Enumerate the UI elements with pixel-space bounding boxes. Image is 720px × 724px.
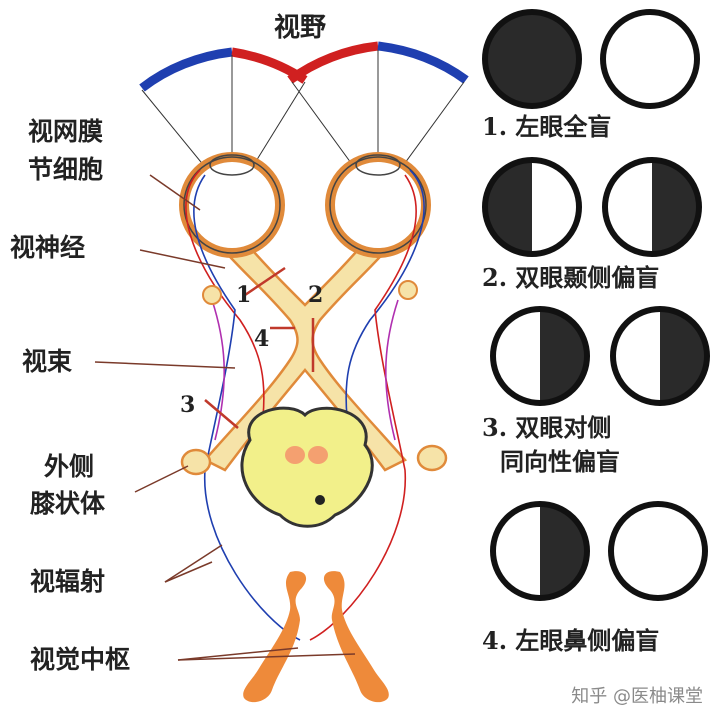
deficit-1: 1. 左眼全盲 xyxy=(482,9,700,141)
right-field-arc-left xyxy=(287,41,379,84)
deficit-panel: 1. 左眼全盲 2. 双眼颞侧偏盲 3. 双眼对侧 同向性偏盲 xyxy=(482,9,710,655)
lesion-number-3: 3 xyxy=(180,392,195,418)
deficit-2: 2. 双眼颞侧偏盲 xyxy=(482,157,702,292)
label-ganglion-line2: 节细胞 xyxy=(28,155,103,184)
deficit-4: 4. 左眼鼻侧偏盲 xyxy=(482,501,708,655)
lesion-number-4: 4 xyxy=(254,326,269,352)
label-optic-radiation: 视辐射 xyxy=(30,567,105,596)
right-pretectal-nucleus xyxy=(398,280,418,300)
label-ganglion-line1: 视网膜 xyxy=(28,117,103,146)
lesion-markers xyxy=(204,266,315,429)
label-optic-nerve: 视神经 xyxy=(10,233,85,262)
leader-lines xyxy=(94,174,356,661)
deficit-3: 3. 双眼对侧 同向性偏盲 xyxy=(482,306,710,476)
deficit-1-right-eye xyxy=(600,9,700,109)
deficit-3-caption-line2: 同向性偏盲 xyxy=(500,447,620,476)
lesion-number-1: 1 xyxy=(236,282,251,308)
left-eye xyxy=(179,152,285,258)
visual-cortex xyxy=(243,571,389,703)
lesion-number-2: 2 xyxy=(308,282,323,308)
left-field-arc-left xyxy=(139,47,233,92)
brainstem xyxy=(240,406,374,528)
deficit-1-caption: 1. 左眼全盲 xyxy=(482,112,611,141)
label-optic-tract: 视束 xyxy=(22,347,73,376)
deficit-1-left-eye xyxy=(482,9,582,109)
right-field-arc-right xyxy=(377,41,469,84)
deficit-3-caption-line1: 3. 双眼对侧 xyxy=(482,413,611,442)
label-lgn-line2: 膝状体 xyxy=(30,489,106,518)
watermark: 知乎 @医柚课堂 xyxy=(571,686,703,707)
deficit-4-caption: 4. 左眼鼻侧偏盲 xyxy=(482,626,659,655)
deficit-4-right-eye xyxy=(608,501,708,601)
optic-pathway xyxy=(202,228,408,472)
label-lgn-line1: 外侧 xyxy=(44,452,94,481)
left-lgn xyxy=(180,448,212,476)
left-pretectal-nucleus xyxy=(202,285,222,305)
right-lgn xyxy=(416,444,448,472)
title: 视野 xyxy=(274,13,326,43)
optic-chiasm-tracts xyxy=(202,228,408,472)
label-visual-center: 视觉中枢 xyxy=(30,645,130,674)
deficit-2-caption: 2. 双眼颞侧偏盲 xyxy=(482,263,659,292)
right-eye xyxy=(325,152,431,258)
